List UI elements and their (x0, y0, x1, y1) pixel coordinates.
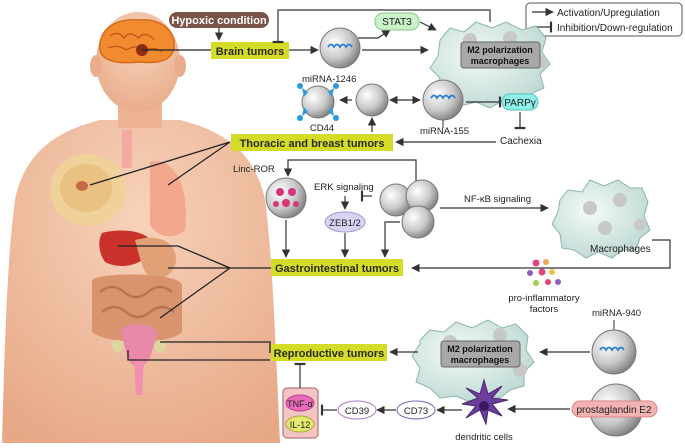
cd39-label: CD39 (345, 406, 369, 417)
zeb-label: ZEB1/2 (329, 218, 361, 229)
cd39-badge (337, 400, 377, 420)
mirna-strand-icon (430, 94, 456, 100)
il12-badge (285, 415, 315, 433)
stat3-badge (374, 12, 420, 31)
lincror-vesicles-icon (273, 188, 299, 207)
erk-label: ERK signaling (314, 182, 374, 193)
lincror-label: Linc-ROR (233, 164, 275, 175)
brain-pathway: miRNA-1246 STAT3 M2 polarization macroph… (214, 9, 551, 109)
pge2-label: prostaglandin E2 (576, 405, 651, 416)
lincror-exosome (265, 177, 307, 219)
macrophage-cluster-gastro (551, 179, 651, 259)
mirna-strand-icon (327, 43, 353, 49)
brain-tumors-label: Brain tumors (216, 46, 284, 58)
organ-connectors (89, 49, 272, 361)
thoracic-tumors-label: Thoracic and breast tumors (240, 138, 385, 150)
stat3-label: STAT3 (382, 17, 412, 28)
gastro-tumors-label: Gastrointestinal tumors (275, 263, 399, 275)
parp-label: PARPγ (504, 98, 536, 109)
repro-tumors-label-bg (271, 344, 387, 361)
m2-bottom-line1: M2 polarization (447, 344, 513, 354)
tnfa-label: TNF-α (287, 399, 313, 409)
legend: Activation/Upregulation Inhibition/Down-… (525, 2, 683, 37)
proinf-line2: factors (530, 304, 559, 315)
mirna155-label: miRNA-155 (420, 126, 469, 137)
legend-inhibition: Inhibition/Down-regulation (557, 23, 673, 34)
exosome-cluster-gastro (379, 179, 439, 239)
exosome-thoracic (355, 83, 389, 117)
parp-badge (501, 93, 539, 111)
tnfa-badge (285, 394, 315, 412)
brain-tumors-label-bg (211, 42, 289, 59)
thoracic-pathway: CD44 miRNA-155 PARPγ Cachexia (297, 79, 542, 147)
il12-label: IL-12 (290, 420, 311, 430)
pro-inflammatory-factors-icon (527, 259, 561, 286)
human-body (2, 12, 280, 443)
cachexia-label: Cachexia (500, 136, 542, 147)
hypoxic-condition-label: Hypoxic condition (171, 15, 267, 27)
dendritic-cell-icon (461, 378, 509, 426)
proinf-line1: pro-inflammatory (508, 293, 580, 304)
legend-activation: Activation/Upregulation (557, 8, 660, 19)
repro-tumors-label: Reproductive tumors (274, 348, 385, 360)
cd44-label: CD44 (310, 123, 334, 134)
cd44-receptor-icons (297, 83, 339, 121)
mirna940-label: miRNA-940 (592, 308, 641, 319)
cd73-badge (396, 400, 436, 420)
mirna1246-label: miRNA-1246 (302, 74, 356, 85)
gastro-tumors-label-bg (271, 259, 403, 276)
macrophages-label: Macrophages (590, 244, 651, 255)
thoracic-tumors-label-bg (231, 134, 393, 151)
cd44-cell (301, 85, 335, 119)
exosome-mirna940 (591, 329, 637, 375)
dendritic-label: dendritic cells (455, 432, 513, 443)
zeb-badge (324, 211, 366, 233)
exosome-mirna155 (422, 79, 464, 121)
m2-top-line2: macrophages (471, 56, 530, 66)
cd73-label: CD73 (404, 406, 428, 417)
hypoxic-condition-bg (169, 12, 269, 28)
mirna-strand-icon (599, 346, 625, 352)
m2-macrophage-cluster-bottom: M2 polarization macrophages (411, 319, 535, 403)
gastro-pathway: Linc-ROR ERK signaling ZEB1/2 NF-κB sign… (233, 159, 671, 315)
pge2-badge (571, 400, 658, 418)
repro-pathway: miRNA-940 M2 polarization macrophages pr… (282, 308, 658, 443)
m2-bottom-line2: macrophages (451, 355, 510, 365)
nfkb-label: NF-κB signaling (464, 194, 531, 205)
tumor-labels: Brain tumors Thoracic and breast tumors … (169, 12, 403, 361)
m2-top-line1: M2 polarization (467, 45, 533, 55)
